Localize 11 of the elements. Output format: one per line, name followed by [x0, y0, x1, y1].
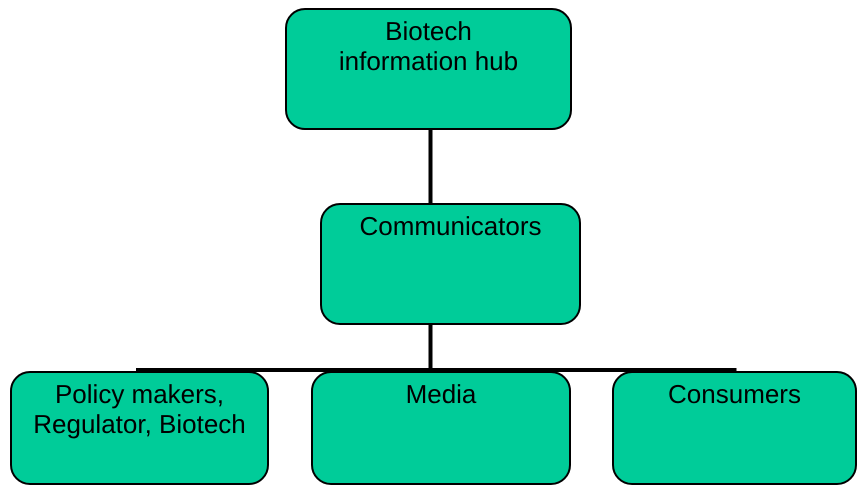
process-box [311, 371, 571, 485]
box-label: Biotech information hub [338, 16, 520, 76]
process-box [320, 203, 581, 325]
box-label: Consumers [668, 379, 801, 409]
process-box [612, 371, 857, 485]
connector-line [428, 130, 432, 203]
box-label: Media [406, 379, 476, 409]
box-label: Policy makers, Regulator, Biotech [32, 379, 247, 439]
process-box [285, 8, 572, 130]
process-box [10, 371, 269, 485]
box-label: Communicators [359, 211, 542, 241]
